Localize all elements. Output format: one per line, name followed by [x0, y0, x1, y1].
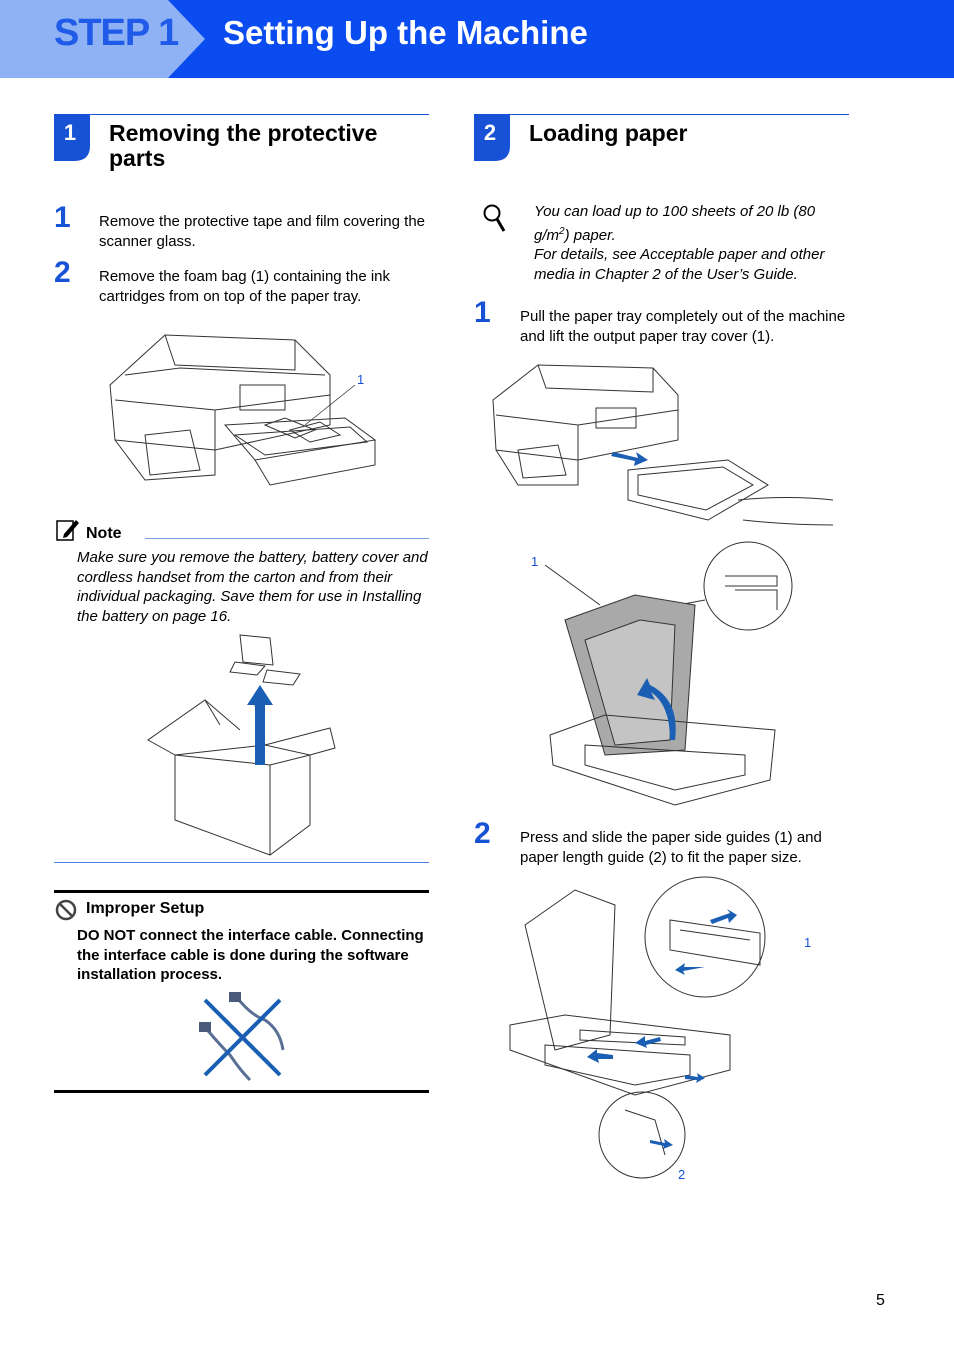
magnifier-icon — [483, 204, 506, 232]
tip-line1-pre: You can load up to 100 sheets of 20 lb (… — [534, 203, 816, 244]
note-label: Note — [86, 525, 122, 542]
step-text: Press and slide the paper side guides (1… — [520, 829, 822, 866]
improper-setup-text: DO NOT connect the interface cable. Conn… — [77, 927, 424, 983]
improper-setup-label: Improper Setup — [86, 900, 205, 917]
note-pencil-icon — [56, 520, 79, 541]
tip-line2: For details, see Acceptable paper and ot… — [534, 246, 825, 283]
paper-guides-illustration — [509, 876, 766, 1179]
section-number-badge — [474, 114, 510, 161]
step-text: Remove the foam bag (1) containing the i… — [99, 268, 390, 305]
no-cable-illustration — [199, 992, 285, 1082]
step-label: STEP 1 — [54, 12, 179, 54]
figure-callout: 1 — [531, 554, 539, 569]
page-number: 5 — [876, 1292, 885, 1309]
tip-text: You can load up to 100 sheets of 20 lb (… — [534, 202, 850, 284]
tray-cover-lift-illustration — [544, 541, 793, 806]
step-number: 2 — [54, 256, 71, 289]
section-number: 1 — [63, 120, 77, 145]
figure-callout: 1 — [357, 372, 365, 387]
step-text: Remove the protective tape and film cove… — [99, 213, 426, 250]
page-header: STEP 1 Setting Up the Machine — [0, 0, 954, 78]
section-rule — [474, 114, 849, 115]
page-title: Setting Up the Machine — [223, 14, 588, 51]
step-number: 2 — [474, 817, 491, 850]
note-text: Make sure you remove the battery, batter… — [77, 549, 428, 625]
tip-line1-post: ) paper. — [564, 226, 616, 244]
figure-callout: 1 — [804, 935, 812, 950]
note-rule — [145, 538, 429, 539]
warning-bottom-rule — [54, 1090, 429, 1093]
tip-sup: 2 — [559, 225, 565, 237]
step-number: 1 — [54, 201, 71, 234]
step-number: 1 — [474, 296, 491, 329]
section-number: 2 — [483, 120, 497, 145]
section-title: Loading paper — [529, 120, 688, 146]
machine-illustration — [109, 334, 377, 486]
step-text: Pull the paper tray completely out of th… — [520, 308, 846, 345]
section-divider — [54, 862, 429, 863]
step-badge — [0, 0, 205, 78]
tray-pull-illustration — [492, 364, 834, 526]
section-title: Removing the protective parts — [109, 120, 378, 171]
figure-callout: 2 — [678, 1167, 686, 1182]
warning-top-rule — [54, 890, 429, 893]
section-number-badge — [54, 114, 90, 161]
box-unpacking-illustration — [147, 634, 336, 856]
section-rule — [54, 114, 429, 115]
prohibited-icon — [55, 899, 77, 921]
